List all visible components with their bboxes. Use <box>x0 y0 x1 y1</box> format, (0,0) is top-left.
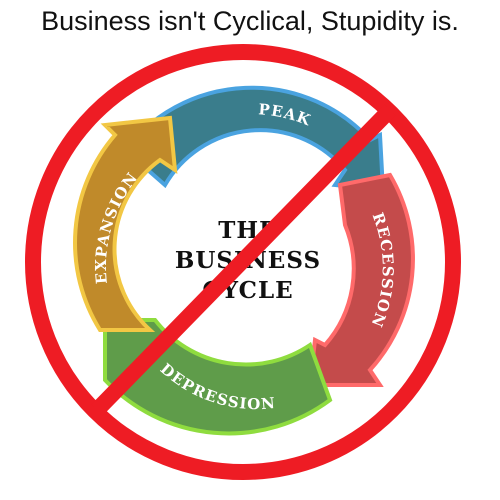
segment-recession <box>307 172 415 387</box>
prohibition-slash <box>91 104 396 416</box>
caption-title: Business isn't Cyclical, Stupidity is. <box>41 6 459 36</box>
segment-expansion <box>73 115 178 332</box>
prohibition-circle <box>25 44 461 480</box>
prohibition-sign <box>25 44 461 480</box>
cycle-ring <box>73 85 415 436</box>
segment-peak <box>122 85 386 193</box>
